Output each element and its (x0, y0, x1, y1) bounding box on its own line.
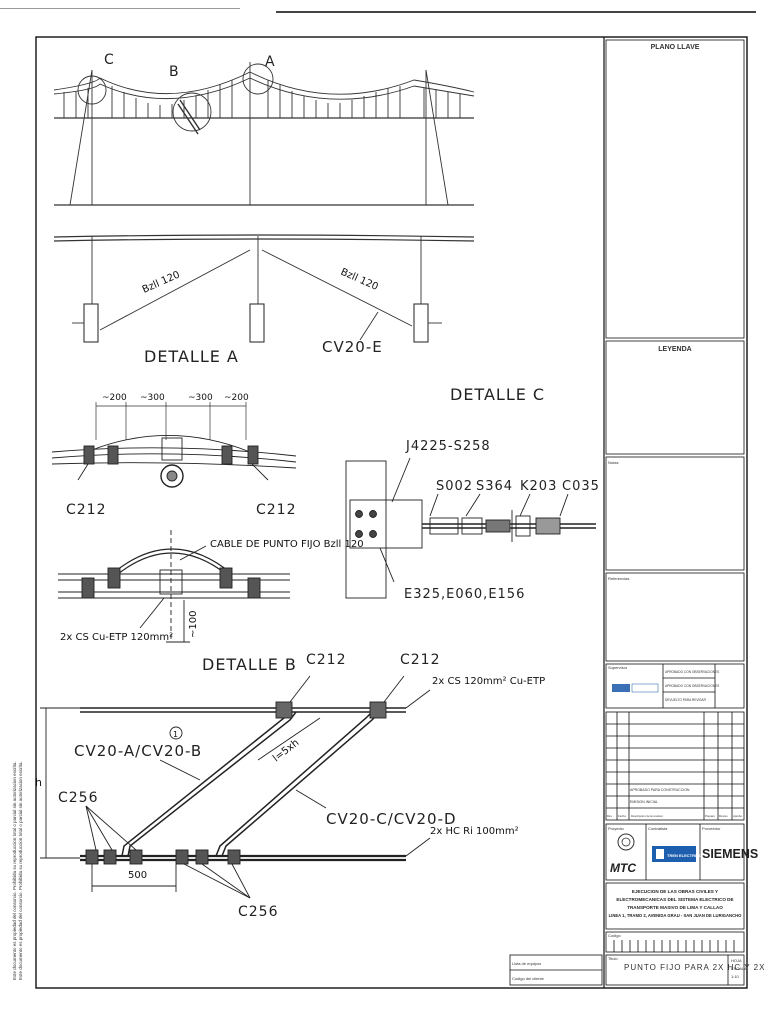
top-rule-right (276, 11, 756, 13)
cv20ab-label: CV20-A/CV20-B (74, 742, 202, 760)
mtc-wordmark: MTC (610, 861, 636, 875)
plano-title: PUNTO FIJO PARA 2X HC Y 2X CS (624, 963, 768, 972)
revision-column-header: Rev (607, 814, 613, 818)
revision-column-header: Descripcion de la revision (631, 814, 663, 818)
revision-column-header: Aprobo (733, 814, 742, 818)
c256-a-label: C256 (58, 790, 99, 806)
project-title-line: TRANSPORTE MASIVO DE LIMA Y CALLAO (627, 905, 723, 910)
supervisor-logos (612, 683, 659, 693)
rev-status: APROBADO PARA CONSTRUCCION (630, 788, 690, 792)
detalle-b-title: DETALLE B (202, 655, 297, 674)
anchor-fitting (345, 457, 596, 599)
dim-500-label: 500 (128, 870, 147, 881)
codigo-cliente-label: Codigo del cliente (512, 976, 545, 981)
side-legal-note-2: Este documento es propiedad del consorci… (18, 761, 23, 980)
dim-200-right: ~200 (224, 393, 249, 403)
detalle-a-title: DETALLE A (144, 347, 239, 366)
part-e325-label: E325,E060,E156 (404, 587, 525, 602)
contratista-label: Contratista (648, 826, 668, 831)
c256-b-label: C256 (238, 904, 279, 920)
escala-value: 1:10 (731, 974, 740, 979)
part-c035-label: C035 (562, 479, 600, 494)
notas-label: Notas (608, 460, 618, 465)
cv20e-label: CV20-E (322, 338, 383, 356)
revision-column-header: Fecha (618, 814, 626, 818)
tren-electrico-wordmark: TREN ELECTRICO (667, 853, 702, 858)
c212-right-label: C212 (256, 502, 297, 518)
sheet-frame (35, 36, 748, 989)
title-block (509, 39, 745, 986)
note-1-label: 1 (173, 730, 178, 739)
revision-column-headers: Rev Fecha Descripcion de la revision Prepar… (607, 814, 742, 818)
project-title-line: ELECTROMECANICAS DEL SISTEMA ELECTRICO D… (616, 897, 733, 902)
dim-200-left: ~200 (102, 393, 127, 403)
dimension-lines (95, 402, 247, 440)
dim-300-left: ~300 (140, 393, 165, 403)
aprob-2-label: APROBADO CON OBSERVACIONES (665, 684, 719, 688)
cs-120-label: 2x CS 120mm² Cu-ETP (432, 676, 545, 687)
callout-b-label: B (169, 64, 180, 80)
aprob-3-label: DEVUELTO PARA REVISAR (665, 698, 707, 702)
part-s364-label: S364 (476, 479, 513, 494)
bzll-left-label: Bzll 120 (141, 269, 182, 295)
cs-cu-etp-label: 2x CS Cu-ETP 120mm² (60, 632, 173, 643)
clamp-assembly (51, 435, 297, 488)
top-rule-left (0, 8, 240, 9)
aprob-1-label: APROBADO CON OBSERVACIONES (665, 670, 719, 674)
fixed-point-cable-section (58, 530, 290, 643)
project-title-line: EJECUCION DE LAS OBRAS CIVILES Y (632, 889, 718, 894)
leyenda-label: LEYENDA (658, 346, 691, 353)
rev-description: EMISION INICIAL (630, 800, 658, 804)
detalle-c-title: DETALLE C (450, 385, 545, 404)
plano-llave-label: PLANO LLAVE (651, 44, 700, 51)
supervisor-label: Supervisor (608, 665, 628, 670)
codigo-label: Codigo (608, 933, 621, 938)
escala-label: ESCALA (731, 966, 747, 971)
referencias-label: Referencias (608, 576, 629, 581)
c212-b1-label: C212 (306, 652, 347, 668)
part-j4225-label: J4225-S258 (405, 439, 491, 454)
revision-column-header: Preparo (705, 814, 715, 818)
fixed-point-plan (53, 234, 475, 343)
cv20cd-label: CV20-C/CV20-D (326, 810, 457, 828)
side-legal-note: Este documento es propiedad del consorci… (12, 761, 17, 980)
proyecto-label: Proyecto (608, 826, 625, 831)
lista-equipos-label: Lista de equipos (512, 961, 541, 966)
c212-b2-label: C212 (400, 652, 441, 668)
dim-300-right: ~300 (188, 393, 213, 403)
catenary-elevation (53, 62, 475, 206)
callout-a-label: A (265, 54, 276, 70)
proveedor-label: Proveedor (702, 826, 721, 831)
part-s002-label: S002 (436, 479, 473, 494)
siemens-wordmark: SIEMENS (702, 847, 758, 861)
revision-column-header: Reviso (719, 814, 728, 818)
detail-b-elevation (40, 675, 431, 899)
titulo-label: Titulo (608, 956, 618, 961)
c212-left-label: C212 (66, 502, 107, 518)
mtc-logo (617, 833, 635, 851)
hc-100-label: 2x HC Ri 100mm² (430, 826, 519, 837)
dim-100-label: ~100 (188, 611, 199, 638)
tren-electrico-logo (652, 846, 696, 862)
h-dim-label: h (35, 776, 42, 789)
bzll-right-label: Bzll 120 (339, 267, 380, 293)
hoja-label: HOJA (731, 958, 742, 963)
project-title-line: LINEA 1, TRAMO 2, AVENIDA GRAU - SAN JUA… (609, 913, 743, 918)
callout-c-label: C (104, 52, 115, 68)
part-k203-label: K203 (520, 479, 557, 494)
cable-punto-fijo-label: CABLE DE PUNTO FIJO Bzll 120 (210, 539, 364, 550)
project-title: EJECUCION DE LAS OBRAS CIVILES Y ELECTROM… (609, 889, 743, 918)
